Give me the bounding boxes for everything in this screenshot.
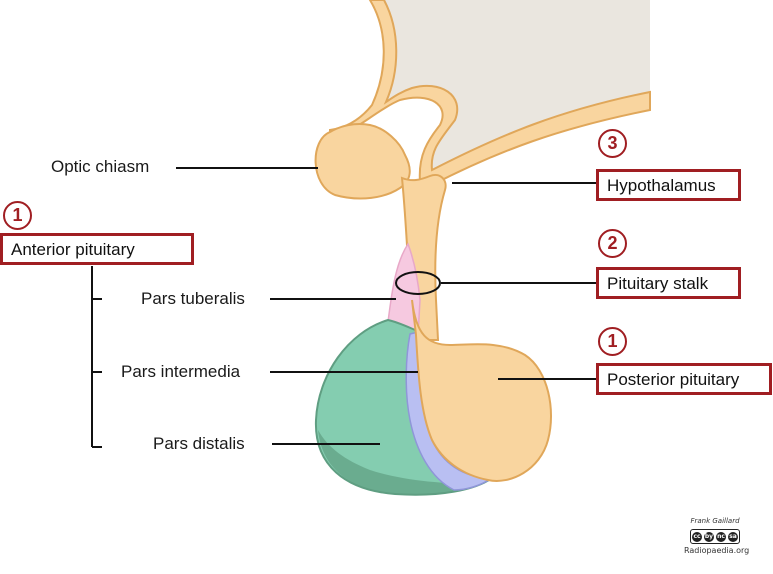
badge-posterior-pituitary: 1 [598,327,627,356]
badge-pituitary-stalk: 2 [598,229,627,258]
badge-hypothalamus: 3 [598,129,627,158]
box-anterior-pituitary: Anterior pituitary [0,233,194,265]
label-optic-chiasm: Optic chiasm [51,157,150,176]
stalk-ring [395,271,441,295]
third-ventricle-region [378,0,650,182]
badge-anterior-pituitary: 1 [3,201,32,230]
box-posterior-pituitary: Posterior pituitary [596,363,772,395]
credit-site: Radiopaedia.org [684,546,750,555]
cc-icon: cc [692,531,702,542]
cc-license-badge: cc by nc sa [690,529,740,544]
label-pars-tuberalis: Pars tuberalis [141,289,245,308]
optic-chiasm-shape [314,122,411,200]
sa-icon: sa [728,531,738,542]
label-pars-distalis: Pars distalis [153,434,245,453]
pars-distalis-shadow [318,430,480,495]
posterior-pituitary-shape [411,299,552,482]
by-icon: by [704,531,714,542]
box-hypothalamus: Hypothalamus [596,169,741,201]
anterior-pituitary-bracket [91,266,102,448]
label-pars-intermedia: Pars intermedia [121,362,241,381]
credit-author: Frank Gaillard [690,517,740,525]
box-pituitary-stalk: Pituitary stalk [596,267,741,299]
nc-icon: nc [716,531,726,542]
